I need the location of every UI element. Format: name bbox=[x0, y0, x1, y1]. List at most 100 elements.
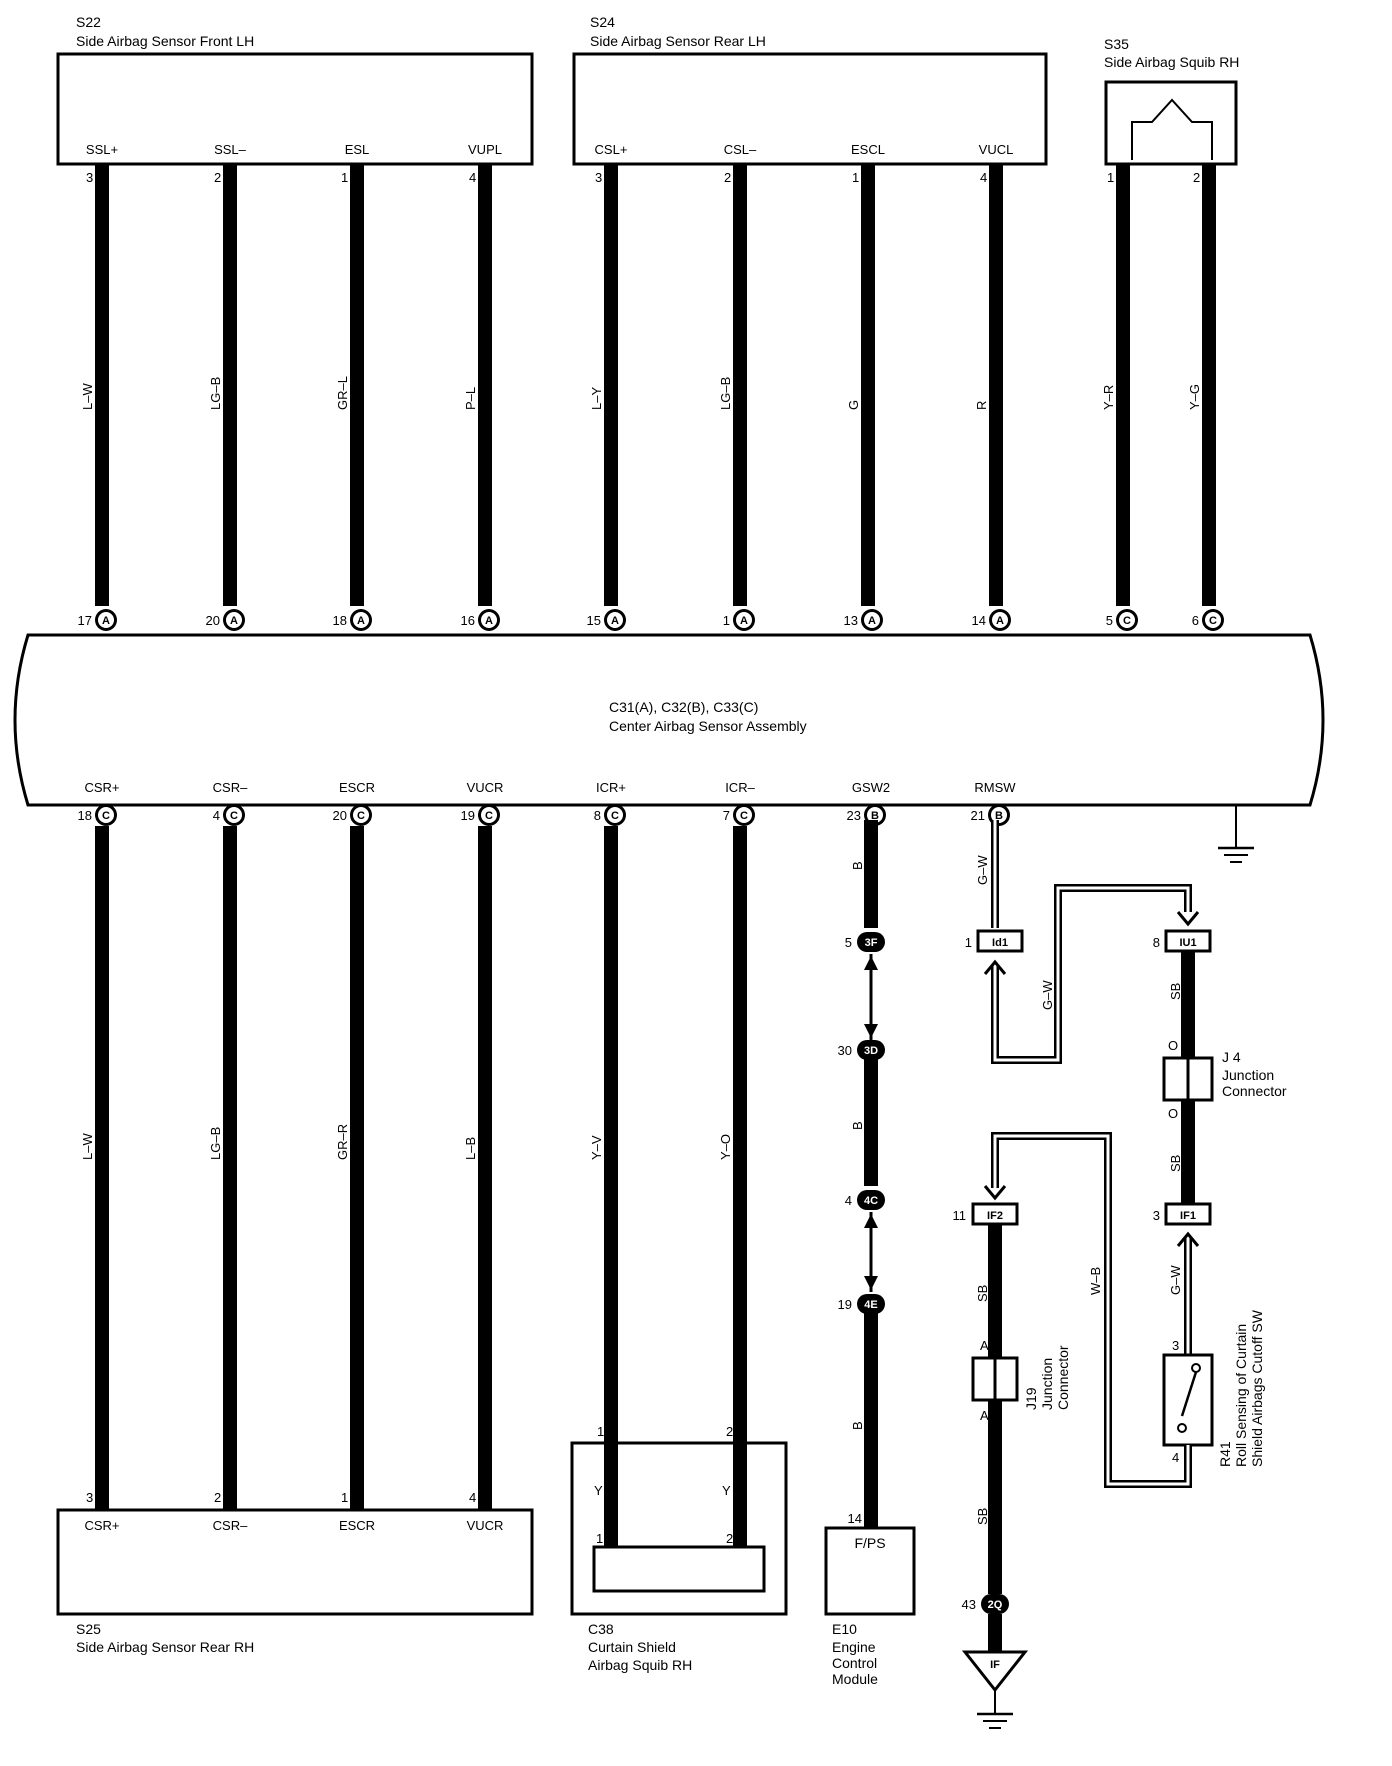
center-pin-label: RMSW bbox=[974, 780, 1016, 795]
top-wire-1: SSL–2LG–BA20SSL– bbox=[206, 142, 247, 655]
e10-ecm: 14 F/PS E10 Engine Control Module bbox=[824, 1511, 916, 1687]
s25-sensor: S25 Side Airbag Sensor Rear RH bbox=[56, 1508, 534, 1655]
rmsw-sb-label-3: SB bbox=[975, 1285, 990, 1302]
end-pin-number: 1 bbox=[341, 1490, 348, 1505]
center-pin-number: 17 bbox=[78, 613, 92, 628]
connector-id1-label: Id1 bbox=[992, 937, 1008, 949]
connector-badge: C bbox=[1202, 609, 1224, 631]
top-pin-label: SSL– bbox=[214, 142, 247, 157]
connector-badge-letter: C bbox=[1123, 615, 1131, 627]
s24-sensor: S24 Side Airbag Sensor Rear LH bbox=[572, 14, 1048, 166]
connector-3f-label: 3F bbox=[865, 937, 878, 949]
s35-id: S35 bbox=[1104, 36, 1129, 52]
center-airbag-sensor: C31(A), C32(B), C33(C) Center Airbag Sen… bbox=[13, 633, 1325, 863]
center-pin-number: 4 bbox=[213, 808, 220, 823]
connector-badge: C bbox=[350, 804, 372, 826]
c38-squib: Y Y 1 2 C38 Curtain Shield Airbag Squib … bbox=[570, 1441, 788, 1673]
e10-name1: Engine bbox=[832, 1639, 876, 1655]
wire-color-label: L–W bbox=[80, 1133, 95, 1160]
connector-badge-letter: A bbox=[740, 615, 748, 627]
wire-color-label: G bbox=[846, 400, 861, 410]
top-pin-label: SSL+ bbox=[86, 142, 118, 157]
j4-name2: Connector bbox=[1222, 1083, 1287, 1099]
connector-badge: A bbox=[95, 609, 117, 631]
top-pin-label: ESCL bbox=[851, 142, 885, 157]
top-pin-number: 1 bbox=[1107, 170, 1114, 185]
rmsw-path: G–W Id1 1 G–W IU1 8 SB O J 4 Junction Co… bbox=[953, 820, 1287, 1729]
connector-badge-letter: B bbox=[995, 810, 1003, 822]
wire-color-label: LG–B bbox=[208, 1127, 223, 1160]
top-pin-number: 2 bbox=[1193, 170, 1200, 185]
s22-id: S22 bbox=[76, 14, 101, 30]
gsw2-wire-color-3: B bbox=[850, 1421, 865, 1430]
center-pin-label: ESCR bbox=[339, 780, 375, 795]
center-pin-number: 1 bbox=[723, 613, 730, 628]
r41-pin3: 3 bbox=[1172, 1338, 1179, 1353]
end-pin-label: ESCR bbox=[339, 1518, 375, 1533]
r41-id: R41 bbox=[1217, 1441, 1233, 1467]
bottom-wire-4: ICR+C8Y–V1 bbox=[589, 780, 626, 1547]
top-wire-group: SSL+3L–WA17SSL+SSL–2LG–BA20SSL–ESL1GR–LA… bbox=[78, 142, 1227, 655]
connector-badge-letter: C bbox=[102, 810, 110, 822]
rmsw-sb-label-1: SB bbox=[1168, 983, 1183, 1000]
connector-4c-label: 4C bbox=[864, 1195, 878, 1207]
squib-symbol-icon bbox=[1131, 98, 1213, 160]
connector-badge: A bbox=[478, 609, 500, 631]
connector-badge-letter: C bbox=[611, 810, 619, 822]
connector-4e-pin: 19 bbox=[838, 1297, 852, 1312]
wire-color-label: GR–L bbox=[335, 376, 350, 410]
rmsw-sb-label-4: SB bbox=[975, 1508, 990, 1525]
center-id: C31(A), C32(B), C33(C) bbox=[609, 699, 758, 715]
c38-id: C38 bbox=[588, 1621, 614, 1637]
connector-badge: A bbox=[733, 609, 755, 631]
connector-3d-label: 3D bbox=[864, 1045, 878, 1057]
if-ground-label: IF bbox=[990, 1659, 1000, 1671]
center-pin-number: 23 bbox=[847, 808, 861, 823]
center-pin-number: 21 bbox=[971, 808, 985, 823]
connector-badge-letter: B bbox=[871, 810, 879, 822]
c38-name2: Airbag Squib RH bbox=[588, 1657, 692, 1673]
connector-3d: 3D 30 bbox=[838, 1040, 885, 1060]
connector-badge: C bbox=[223, 804, 245, 826]
center-pin-number: 18 bbox=[78, 808, 92, 823]
gsw2-wire-color-1: B bbox=[850, 861, 865, 870]
connector-badge-letter: C bbox=[230, 810, 238, 822]
wire-color-label: L–Y bbox=[589, 387, 604, 410]
connector-if2-label: IF2 bbox=[987, 1210, 1003, 1222]
j19-id: J19 bbox=[1023, 1387, 1039, 1410]
top-pin-number: 1 bbox=[852, 170, 859, 185]
gsw2-path: B B B 3F 5 3D 30 4C 4 4E 19 14 F/PS E10 bbox=[824, 820, 916, 1687]
r41-pin4: 4 bbox=[1172, 1450, 1179, 1465]
rmsw-gw-label-2: G–W bbox=[1040, 980, 1055, 1010]
center-pin-number: 13 bbox=[844, 613, 858, 628]
connector-3f: 3F 5 bbox=[845, 932, 885, 952]
top-pin-label: ESL bbox=[345, 142, 370, 157]
s25-name: Side Airbag Sensor Rear RH bbox=[76, 1639, 254, 1655]
top-wire-7: VUCL4RA14VUCL bbox=[972, 142, 1014, 655]
connector-badge: C bbox=[604, 804, 626, 826]
e10-id: E10 bbox=[832, 1621, 857, 1637]
center-pin-label: GSW2 bbox=[852, 780, 890, 795]
connector-2q-label: 2Q bbox=[988, 1599, 1003, 1611]
rmsw-wb-label: W–B bbox=[1088, 1267, 1103, 1295]
r41-name2: Shield Airbags Cutoff SW bbox=[1249, 1309, 1265, 1467]
connector-badge: A bbox=[223, 609, 245, 631]
r41-cutoff-switch: R41 Roll Sensing of Curtain Shield Airba… bbox=[1162, 1309, 1265, 1467]
wire-color-label: GR–R bbox=[335, 1124, 350, 1160]
connector-badge-letter: C bbox=[357, 810, 365, 822]
connector-badge-letter: A bbox=[357, 615, 365, 627]
ground-icon bbox=[1218, 805, 1254, 863]
connector-id1-pin: 1 bbox=[965, 935, 972, 950]
center-pin-number: 6 bbox=[1192, 613, 1199, 628]
connector-if2-pin: 11 bbox=[953, 1208, 967, 1223]
center-pin-label: CSR+ bbox=[84, 780, 119, 795]
center-pin-number: 20 bbox=[206, 613, 220, 628]
connector-badge: A bbox=[989, 609, 1011, 631]
if-ground-icon: IF bbox=[961, 1650, 1029, 1729]
